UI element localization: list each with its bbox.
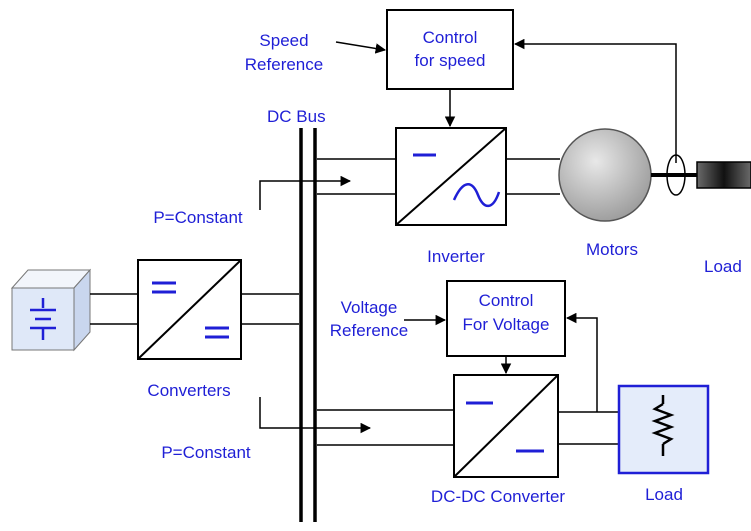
load-bottom-label: Load xyxy=(645,485,683,504)
voltage-reference-label-1: Voltage xyxy=(341,298,398,317)
voltage-reference-label-2: Reference xyxy=(330,321,408,340)
control-speed-label-2: for speed xyxy=(415,51,486,70)
dcdc-converter-box xyxy=(453,374,559,478)
speed-sensor-icon xyxy=(666,154,686,196)
ac-sine-icon xyxy=(452,183,501,208)
control-for-voltage-box: Control For Voltage xyxy=(446,280,566,357)
speed-reference-label-1: Speed xyxy=(259,31,308,50)
control-voltage-label-1: Control xyxy=(479,291,534,310)
resistive-load-icon xyxy=(617,384,710,475)
p-constant-bottom-label: P=Constant xyxy=(161,443,251,462)
inverter-box xyxy=(395,127,507,226)
motor-icon xyxy=(558,128,652,222)
speed-feedback-arrow xyxy=(513,38,677,163)
voltage-feedback-arrow xyxy=(565,312,598,412)
mechanical-load-icon xyxy=(696,161,751,189)
battery-source-icon xyxy=(10,268,92,352)
inverter-label: Inverter xyxy=(427,247,485,266)
p-constant-top-label: P=Constant xyxy=(153,208,243,227)
dc-bus-label: DC Bus xyxy=(267,107,326,126)
converters-label: Converters xyxy=(147,381,230,400)
p-constant-bottom-arrow xyxy=(259,397,372,434)
speed-reference-label-2: Reference xyxy=(245,55,323,74)
control-voltage-label-2: For Voltage xyxy=(463,315,550,334)
control-for-speed-box: Control for speed xyxy=(386,9,514,90)
control-speed-label-1: Control xyxy=(423,28,478,47)
dcdc-converter-label: DC-DC Converter xyxy=(431,487,565,506)
dc-bus-bars xyxy=(299,128,317,522)
converters-box xyxy=(137,259,242,360)
p-constant-top-arrow xyxy=(259,175,352,210)
speed-reference-arrow xyxy=(335,41,387,54)
load-top-label: Load xyxy=(704,257,742,276)
motors-label: Motors xyxy=(586,240,638,259)
